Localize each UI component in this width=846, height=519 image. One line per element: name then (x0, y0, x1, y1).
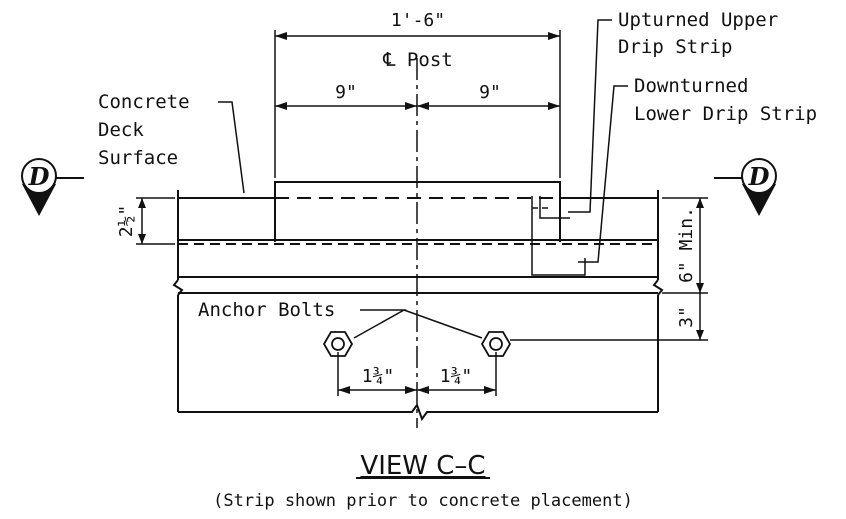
break-left (172, 279, 184, 296)
concrete-deck-label-2: Deck (98, 119, 144, 141)
upturned-label-1: Upturned Upper (618, 9, 778, 31)
leader-downturned (578, 85, 628, 263)
anchor-bolts-label: Anchor Bolts (198, 299, 335, 321)
bottom-break-line (178, 402, 658, 422)
dim-min-depth-text: 6" Min. (676, 207, 697, 283)
arrow (275, 32, 287, 40)
concrete-deck-label-1: Concrete (98, 91, 190, 113)
anchor-bolt-left-hole (331, 337, 345, 351)
arrow (338, 386, 350, 394)
upturned-label-2: Drip Strip (618, 36, 732, 58)
downturned-label-1: Downturned (634, 75, 748, 97)
dim-deck-thickness-text: 2½" (116, 205, 137, 238)
break-right (652, 279, 664, 296)
dim-bolt-spacing-right-text: 1¾" (440, 366, 473, 387)
arrow (417, 102, 429, 110)
section-marker-right (714, 158, 777, 216)
arrow (548, 102, 560, 110)
arrow (275, 102, 287, 110)
anchor-bolt-right (480, 331, 512, 357)
arrow (696, 283, 704, 293)
arrow (138, 198, 146, 208)
view-note: (Strip shown prior to concrete placement… (213, 491, 633, 511)
leader-anchor-left (353, 309, 407, 339)
arrow (484, 386, 496, 394)
downturned-label-2: Lower Drip Strip (634, 103, 817, 125)
anchor-bolt-right-hole (489, 337, 503, 351)
concrete-deck-label-3: Surface (98, 147, 178, 169)
arrow (417, 386, 429, 394)
arrow (405, 386, 417, 394)
leader-upturned (568, 19, 612, 213)
arrow (696, 330, 704, 340)
dim-bolt-spacing-left-text: 1¾" (362, 366, 395, 387)
centerline-post-label: ℄ Post (382, 49, 452, 71)
dim-bolt-edge-text: 3" (676, 306, 697, 328)
dim-half-left-text: 9" (335, 82, 357, 103)
upper-drip-strip (539, 196, 570, 219)
lower-drip-strip (531, 196, 586, 276)
arrow (138, 234, 146, 244)
dim-overall-text: 1'-6" (391, 10, 445, 31)
leader-concrete-deck (218, 101, 245, 194)
arrow (548, 32, 560, 40)
arrow (696, 198, 704, 208)
dim-half-right-text: 9" (479, 82, 501, 103)
section-marker-right-letter: D (748, 162, 770, 191)
leader-anchor-right (403, 309, 483, 339)
anchor-bolt-left (322, 331, 354, 357)
arrow (405, 102, 417, 110)
view-title: VIEW C–C (360, 451, 485, 481)
section-marker-left (21, 158, 84, 216)
section-marker-left-letter: D (28, 162, 50, 191)
